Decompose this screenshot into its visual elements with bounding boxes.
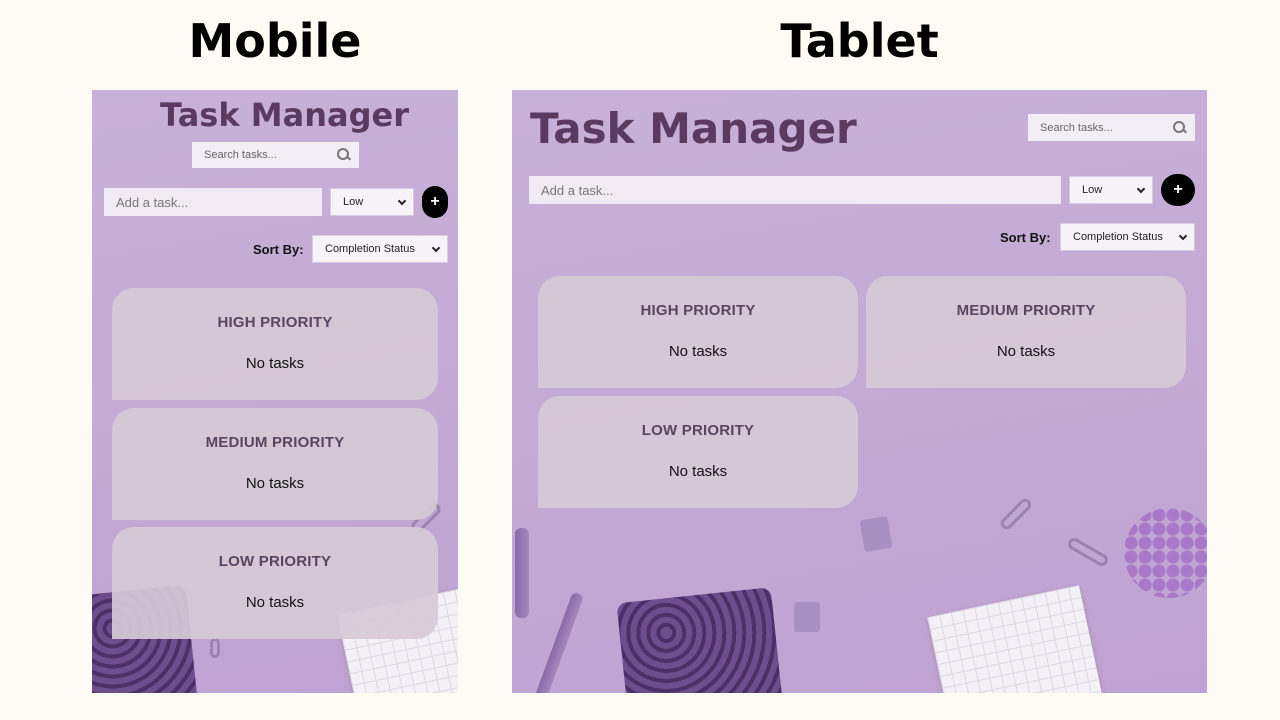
empty-message: No tasks xyxy=(668,343,728,360)
empty-message: No tasks xyxy=(245,475,305,492)
column-title: LOW PRIORITY xyxy=(218,553,332,570)
app-title: Task Manager xyxy=(160,96,409,134)
sort-label: Sort By: xyxy=(1000,230,1051,245)
column-title: HIGH PRIORITY xyxy=(640,302,756,319)
mobile-heading: Mobile xyxy=(188,14,362,68)
search-input[interactable]: Search tasks... xyxy=(1028,114,1195,141)
medium-priority-column: MEDIUM PRIORITY No tasks xyxy=(112,408,438,520)
priority-select[interactable]: Low xyxy=(330,188,414,216)
binder-clip-decoration xyxy=(859,515,893,553)
low-priority-column: LOW PRIORITY No tasks xyxy=(112,527,438,639)
sort-value: Completion Status xyxy=(325,243,415,255)
chevron-down-icon xyxy=(431,243,441,252)
low-priority-column: LOW PRIORITY No tasks xyxy=(538,396,858,508)
plus-icon: + xyxy=(1173,181,1183,198)
chevron-down-icon xyxy=(1178,231,1188,240)
search-placeholder: Search tasks... xyxy=(204,149,277,161)
app-title: Task Manager xyxy=(530,104,857,153)
paperclip-decoration xyxy=(1065,535,1111,569)
tablet-preview: Task Manager Search tasks... Add a task.… xyxy=(512,90,1207,693)
column-title: LOW PRIORITY xyxy=(641,422,755,439)
flower-decoration xyxy=(1124,508,1207,598)
high-priority-column: HIGH PRIORITY No tasks xyxy=(538,276,858,388)
empty-message: No tasks xyxy=(668,463,728,480)
empty-message: No tasks xyxy=(245,594,305,611)
column-title: HIGH PRIORITY xyxy=(217,314,333,331)
sort-select[interactable]: Completion Status xyxy=(312,235,448,263)
pen-decoration xyxy=(531,591,585,693)
tablet-heading: Tablet xyxy=(780,14,939,68)
notebook-decoration xyxy=(616,587,783,693)
sort-value: Completion Status xyxy=(1073,231,1163,243)
sort-label: Sort By: xyxy=(253,242,304,257)
add-task-button[interactable]: + xyxy=(1161,174,1195,206)
high-priority-column: HIGH PRIORITY No tasks xyxy=(112,288,438,400)
empty-message: No tasks xyxy=(996,343,1056,360)
sort-select[interactable]: Completion Status xyxy=(1060,223,1195,251)
column-title: MEDIUM PRIORITY xyxy=(205,434,345,451)
paperclip-decoration xyxy=(998,496,1034,532)
notepad-decoration xyxy=(927,585,1102,693)
priority-value: Low xyxy=(1082,184,1103,196)
column-title: MEDIUM PRIORITY xyxy=(956,302,1096,319)
task-placeholder: Add a task... xyxy=(116,194,189,210)
priority-value: Low xyxy=(343,196,364,208)
search-placeholder: Search tasks... xyxy=(1040,121,1113,134)
pen-decoration xyxy=(515,528,529,618)
search-input[interactable]: Search tasks... xyxy=(192,142,359,168)
binder-clip-decoration xyxy=(794,602,820,632)
medium-priority-column: MEDIUM PRIORITY No tasks xyxy=(866,276,1186,388)
task-placeholder: Add a task... xyxy=(541,182,614,198)
search-icon[interactable] xyxy=(1173,120,1187,135)
add-task-button[interactable]: + xyxy=(422,186,448,218)
task-input[interactable]: Add a task... xyxy=(529,176,1061,204)
mobile-preview: Task Manager Search tasks... Add a task.… xyxy=(92,90,458,693)
chevron-down-icon xyxy=(1136,184,1146,193)
task-input[interactable]: Add a task... xyxy=(104,188,322,216)
empty-message: No tasks xyxy=(245,355,305,372)
chevron-down-icon xyxy=(397,196,407,205)
plus-icon: + xyxy=(430,193,440,210)
priority-select[interactable]: Low xyxy=(1069,176,1153,204)
search-icon[interactable] xyxy=(337,148,351,162)
paperclip-decoration xyxy=(210,638,220,658)
